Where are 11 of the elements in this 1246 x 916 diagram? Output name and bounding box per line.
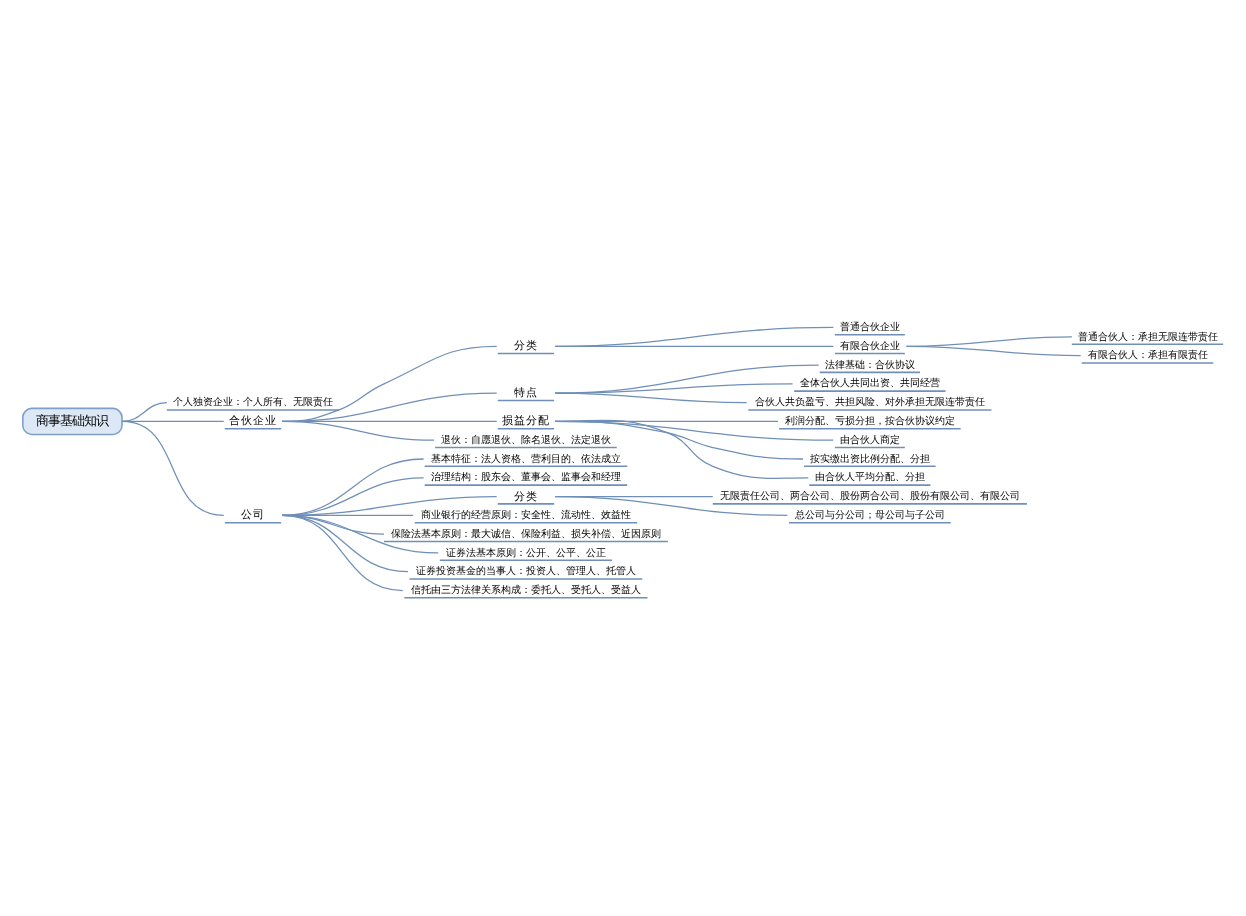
connector: [281, 513, 404, 591]
connector: [554, 391, 748, 403]
connector: [281, 419, 435, 440]
connector: [554, 494, 789, 515]
connector: [905, 344, 1082, 356]
connector: [554, 325, 834, 346]
connector: [121, 419, 225, 515]
connector: [554, 418, 809, 478]
connector: [121, 401, 168, 422]
connector: [281, 457, 425, 515]
connector: [554, 344, 834, 346]
